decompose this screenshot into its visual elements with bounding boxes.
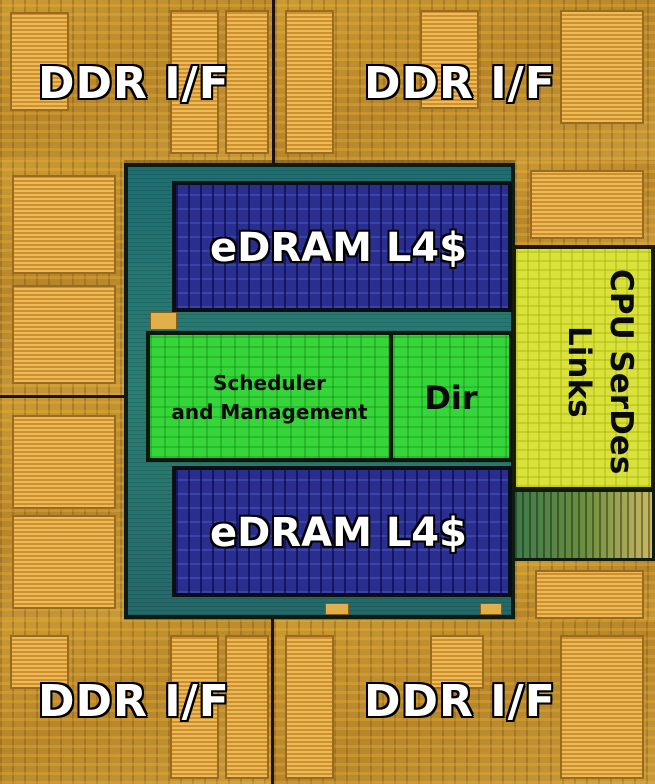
logic-pad — [150, 312, 177, 330]
ddr-label-bottom-left: DDR I/F — [38, 676, 230, 727]
quadrant-divider — [0, 395, 124, 398]
edram-l4-bottom: eDRAM L4$ — [172, 466, 512, 597]
quadrant-divider — [272, 0, 275, 163]
ddr-bank — [420, 10, 479, 109]
ddr-bank — [12, 285, 116, 384]
edram-l4-top: eDRAM L4$ — [172, 181, 512, 312]
dir-block: Dir — [389, 331, 513, 462]
scheduler-label-line2: and Management — [171, 400, 368, 424]
ddr-bank — [12, 175, 116, 274]
ddr-bank — [225, 635, 269, 779]
serdes-label: CPU SerDes Links — [542, 261, 642, 483]
ddr-bank — [12, 415, 116, 509]
ddr-bank — [10, 635, 69, 689]
ddr-bank — [430, 635, 484, 689]
scheduler-label-line1: Scheduler — [213, 371, 326, 395]
cpu-serdes-links-block: CPU SerDes Links — [512, 245, 655, 491]
logic-pad — [325, 603, 349, 615]
io-logic-block — [512, 489, 655, 561]
ddr-bank — [170, 635, 219, 779]
ddr-label-top-left: DDR I/F — [38, 58, 230, 109]
ddr-bank — [12, 515, 116, 609]
serdes-label-line2: Links — [561, 326, 597, 418]
ddr-bank — [170, 10, 219, 154]
ddr-bank — [530, 170, 644, 239]
ddr-label-bottom-right: DDR I/F — [364, 676, 556, 727]
ddr-bank — [560, 10, 644, 124]
logic-pad — [480, 603, 502, 615]
ddr-bank — [10, 12, 69, 111]
serdes-label-line1: CPU SerDes — [603, 269, 639, 475]
ddr-bank — [285, 635, 334, 779]
edram-l4-bottom-label: eDRAM L4$ — [210, 510, 467, 556]
ddr-bank — [225, 10, 269, 154]
ddr-bank — [560, 635, 644, 779]
scheduler-block: Scheduler and Management — [146, 331, 393, 462]
ddr-bank — [285, 10, 334, 154]
dir-label: Dir — [424, 379, 478, 417]
ddr-label-top-right: DDR I/F — [364, 58, 556, 109]
ddr-bank — [535, 570, 644, 619]
quadrant-divider — [271, 619, 274, 784]
edram-l4-top-label: eDRAM L4$ — [210, 225, 467, 271]
